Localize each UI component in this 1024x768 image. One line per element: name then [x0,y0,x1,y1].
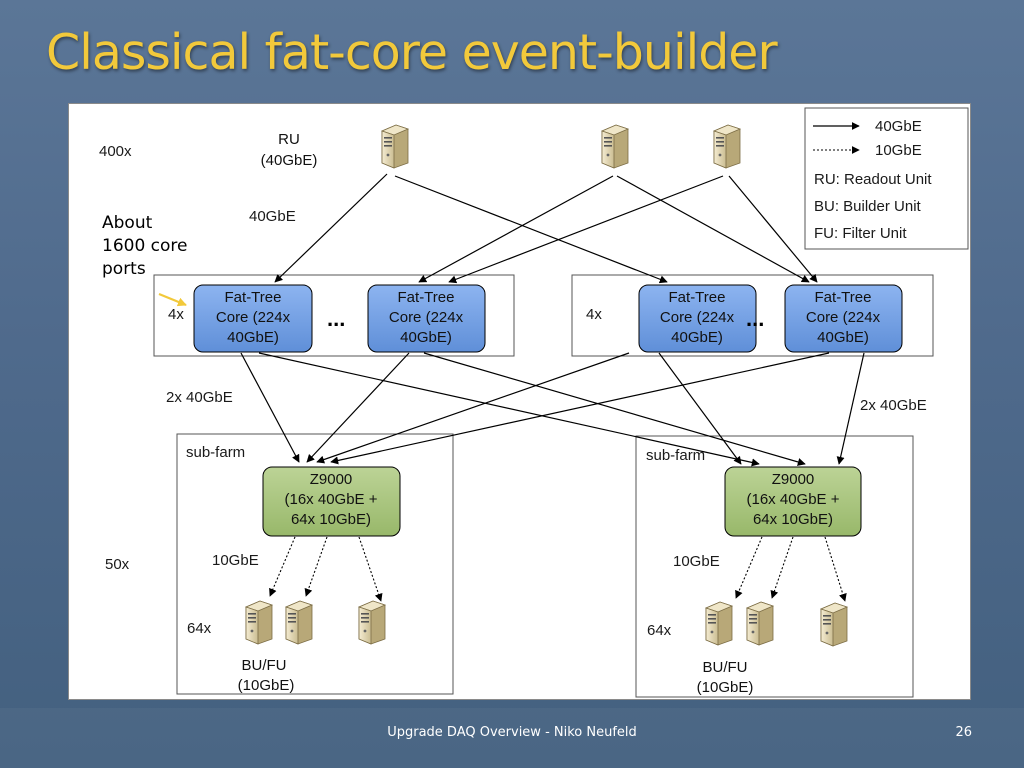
core-count-left-label: 4x [168,306,184,323]
core-group-right-frame [571,274,934,357]
z9000-switch-right: Z9000 (16x 40GbE + 64x 10GbE) [724,466,862,537]
subfarm-right-label: sub-farm [646,447,705,464]
core-label-line: 40GbE) [817,329,869,346]
core-group-left-frame [153,274,515,357]
switch-label-line: (16x 40GbE + [747,491,840,508]
server-icon [820,602,848,647]
footer-band [0,708,1024,768]
core-ports-note: About 1600 core ports [102,212,188,281]
bufu-left-label-line: (10GbE) [238,677,295,694]
server-icon [713,124,741,169]
legend-fu-label: FU: Filter Unit [814,225,907,242]
core-label-line: Fat-Tree [398,289,455,306]
ru-core-links [274,173,818,284]
z9000-switch-left: Z9000 (16x 40GbE + 64x 10GbE) [262,466,401,537]
fat-tree-core-1: Fat-Tree Core (224x 40GbE) [193,284,313,353]
server-icon [601,124,629,169]
core-label-line: 40GbE) [400,329,452,346]
bufu-left-label-line: BU/FU [242,657,287,674]
core-label-line: Fat-Tree [225,289,282,306]
bufu-right-label-line: BU/FU [703,659,748,676]
fat-tree-core-4: Fat-Tree Core (224x 40GbE) [784,284,903,353]
core-ellipsis-left: ... [327,306,345,331]
subfarm-left-frame [176,433,454,695]
server-icon [358,600,386,645]
legend-solid-label: 40GbE [875,118,922,135]
server-icon [705,601,733,646]
fat-tree-core-3: Fat-Tree Core (224x 40GbE) [638,284,757,353]
core-ellipsis-right: ... [746,306,764,331]
ru-label-line: (40GbE) [261,152,318,169]
legend: 40GbE 10GbE RU: Readout Unit BU: Builder… [813,118,932,242]
network-diagram: Fat-Tree Core (224x 40GbE) Fat-Tree Core… [99,107,969,698]
bufu-right-label-line: (10GbE) [697,679,754,696]
core-label-line: 40GbE) [227,329,279,346]
node-count-left-label: 64x [187,620,212,637]
ru-label-line: RU [278,131,300,148]
server-icon [381,124,409,169]
server-icon [245,600,273,645]
uplink-right-label: 2x 40GbE [860,397,927,414]
legend-frame [804,107,969,250]
core-label-line: Core (224x [806,309,881,326]
core-count-right-label: 4x [586,306,602,323]
note-line: ports [102,259,146,279]
link-40gbe-label: 40GbE [249,208,296,225]
core-switch-links [240,352,865,467]
legend-bu-label: BU: Builder Unit [814,198,922,215]
core-label-line: 40GbE) [671,329,723,346]
note-line: About [102,213,153,233]
arrow-icon [158,292,187,307]
core-label-line: Core (224x [389,309,464,326]
core-label-line: Core (224x [660,309,735,326]
switch-label-line: (16x 40GbE + [285,491,378,508]
switch-label-line: 64x 10GbE) [291,511,371,528]
link-10gbe-right-label: 10GbE [673,553,720,570]
slide-title: Classical fat-core event-builder [46,24,778,81]
core-label-line: Fat-Tree [669,289,726,306]
server-icon [285,600,313,645]
uplink-left-label: 2x 40GbE [166,389,233,406]
switch-label-line: Z9000 [772,471,815,488]
page-number: 26 [955,725,972,740]
ru-count-label: 400x [99,143,132,160]
link-10gbe-left-label: 10GbE [212,552,259,569]
slide-footer: Upgrade DAQ Overview - Niko Neufeld [387,725,637,740]
server-icon [746,601,774,646]
subfarm-right-frame [635,435,914,698]
note-line: 1600 core [102,236,188,256]
legend-ru-label: RU: Readout Unit [814,171,932,188]
legend-dotted-label: 10GbE [875,142,922,159]
core-label-line: Core (224x [216,309,291,326]
switch-label-line: Z9000 [310,471,353,488]
subfarm-left-label: sub-farm [186,444,245,461]
fat-tree-core-2: Fat-Tree Core (224x 40GbE) [367,284,486,353]
switch-node-links [269,536,847,602]
node-count-right-label: 64x [647,622,672,639]
subfarm-count-label: 50x [105,556,130,573]
diagram-panel: Fat-Tree Core (224x 40GbE) Fat-Tree Core… [68,103,971,700]
core-label-line: Fat-Tree [815,289,872,306]
switch-label-line: 64x 10GbE) [753,511,833,528]
